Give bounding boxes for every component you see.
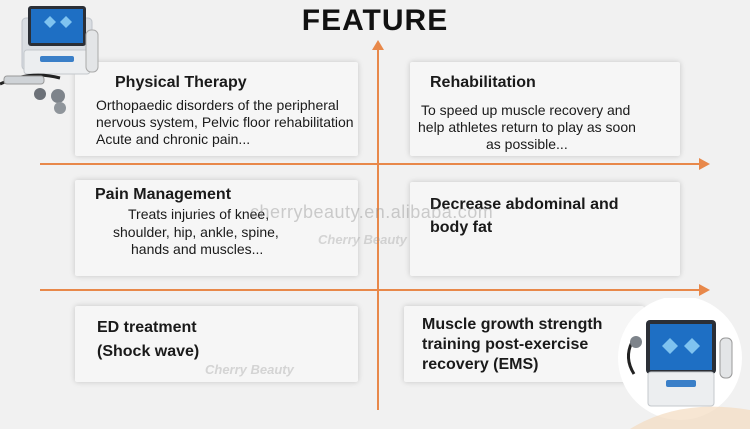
horizontal-divider-bottom bbox=[40, 289, 700, 291]
card-muscle-growth bbox=[404, 306, 644, 382]
card-text-line: as possible... bbox=[486, 136, 568, 152]
watermark-url: cherrybeauty.en.alibaba.com bbox=[250, 202, 494, 222]
card-rehabilitation bbox=[410, 62, 680, 156]
vertical-axis-line bbox=[377, 48, 379, 410]
card-heading-line: training post-exercise bbox=[422, 336, 589, 353]
card-text-line: help athletes return to play as soon bbox=[418, 119, 636, 135]
card-heading-line: recovery (EMS) bbox=[422, 356, 539, 373]
card-heading-pain-management: Pain Management bbox=[95, 186, 232, 203]
device-image-bottom-right bbox=[618, 298, 750, 429]
card-heading-line: body fat bbox=[430, 219, 493, 236]
horizontal-divider-top bbox=[40, 163, 700, 165]
card-heading-line: Muscle growth strength bbox=[422, 316, 603, 333]
card-heading-line: ED treatment bbox=[97, 319, 197, 336]
card-heading-physical-therapy: Physical Therapy bbox=[115, 74, 247, 91]
card-text-line: shoulder, hip, ankle, spine, bbox=[113, 224, 279, 240]
watermark-brand: Cherry Beauty bbox=[318, 232, 407, 247]
card-heading-rehabilitation: Rehabilitation bbox=[430, 74, 536, 91]
watermark-brand: Cherry Beauty bbox=[205, 362, 294, 377]
card-text-line: nervous system, Pelvic floor rehabilitat… bbox=[96, 114, 354, 130]
card-ed-treatment bbox=[75, 306, 358, 382]
card-heading-line: (Shock wave) bbox=[97, 343, 200, 360]
card-text-line: hands and muscles... bbox=[131, 241, 264, 257]
device-image-top-left bbox=[0, 6, 99, 114]
card-text-line: To speed up muscle recovery and bbox=[421, 102, 631, 118]
card-heading-line: Decrease abdominal and bbox=[430, 196, 619, 213]
page-title: FEATURE bbox=[301, 4, 449, 37]
horizontal-arrow-top-icon bbox=[699, 158, 710, 170]
card-physical-therapy bbox=[75, 62, 358, 156]
card-abdominal-fat bbox=[410, 182, 680, 276]
horizontal-arrow-bottom-icon bbox=[699, 284, 710, 296]
card-text-line: Treats injuries of knee, bbox=[128, 206, 270, 222]
card-text-line: Acute and chronic pain... bbox=[96, 131, 251, 147]
card-text-line: Orthopaedic disorders of the peripheral bbox=[96, 97, 339, 113]
vertical-axis-arrow-icon bbox=[372, 40, 384, 50]
card-pain-management bbox=[75, 180, 358, 276]
